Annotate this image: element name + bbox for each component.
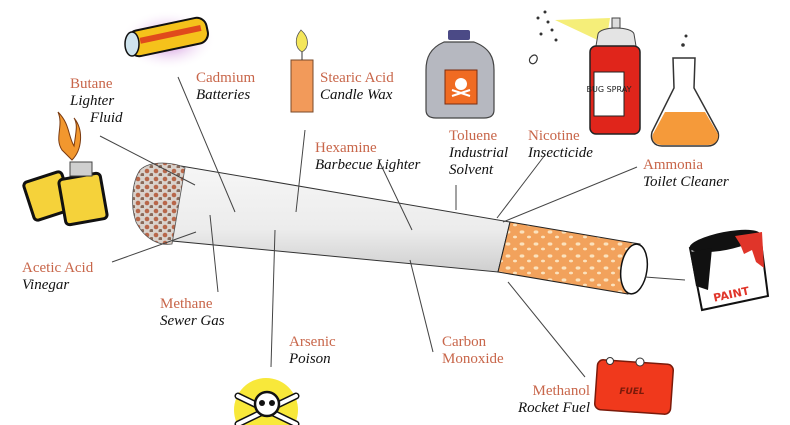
chemical-name: Monoxide — [442, 351, 504, 367]
label-methane: Methane Sewer Gas — [160, 296, 225, 330]
chemical-name: Ammonia — [643, 157, 703, 173]
common-use: Barbecue Lighter — [315, 157, 421, 173]
skull-crossbones-icon — [234, 378, 300, 425]
bug-spray-label: BUG SPRAY — [587, 85, 632, 94]
leader-nicotine — [496, 154, 546, 219]
label-acetic-acid: Acetic Acid Vinegar — [22, 260, 93, 294]
chemical-name: Methane — [160, 296, 213, 312]
common-use: Solvent — [449, 162, 494, 178]
common-use: Industrial — [449, 145, 509, 161]
label-ammonia: Ammonia Toilet Cleaner — [643, 157, 729, 191]
fuel-label: FUEL — [619, 387, 645, 397]
paint-can-icon: PAINT — [688, 229, 770, 312]
leader-carbon — [409, 259, 434, 353]
candle-icon — [290, 29, 314, 113]
cigarette-filter — [497, 221, 641, 295]
leader-ammonia — [502, 166, 638, 223]
label-nicotine: Nicotine Insecticide — [528, 128, 593, 162]
label-cadmium: Cadmium Batteries — [196, 70, 255, 104]
leader-arsenic — [270, 229, 276, 368]
label-carbon-monoxide: Carbon Monoxide — [442, 334, 504, 368]
leader-lines — [99, 76, 686, 378]
label-hexamine: Hexamine Barbecue Lighter — [315, 140, 420, 174]
leader-methane — [209, 214, 219, 293]
common-use: Poison — [289, 351, 331, 367]
chemical-name: Arsenic — [289, 334, 336, 350]
common-use: Batteries — [196, 87, 251, 103]
common-use: Rocket Fuel — [517, 400, 590, 416]
chemical-name: Acetic Acid — [22, 260, 94, 276]
flask-icon — [650, 34, 720, 147]
leader-stearic — [295, 129, 306, 213]
common-use: Insecticide — [528, 145, 593, 161]
label-butane: Butane Lighter Fluid — [70, 76, 123, 127]
common-use: Vinegar — [22, 277, 70, 293]
cigarette-filter-end — [619, 243, 649, 295]
common-use: Sewer Gas — [160, 313, 225, 329]
leader-methanol — [507, 281, 586, 378]
chemical-name: Hexamine — [315, 140, 377, 156]
chemical-name: Butane — [70, 76, 113, 92]
leader-acetic — [111, 231, 197, 263]
common-use: Lighter — [70, 93, 115, 109]
leader-butane — [99, 135, 196, 186]
label-arsenic: Arsenic Poison — [289, 334, 336, 368]
label-stearic-acid: Stearic Acid Candle Wax — [320, 70, 394, 104]
fuel-can-icon: FUEL — [594, 357, 674, 415]
common-use: Fluid — [90, 110, 123, 126]
bug-spray-icon: BUG SPRAY — [528, 10, 641, 135]
cigarette-ash-tip — [132, 162, 186, 245]
chemical-name: Nicotine — [528, 128, 580, 144]
leader-hexamine — [379, 162, 413, 231]
label-methanol: Methanol Rocket Fuel — [498, 383, 590, 417]
solvent-bottle-icon — [425, 30, 495, 119]
chemical-name: Carbon — [442, 334, 487, 350]
skull-icon — [455, 78, 467, 90]
leader-paint — [644, 276, 686, 281]
label-toluene: Toluene Industrial Solvent — [449, 128, 508, 179]
chemical-name: Methanol — [532, 383, 591, 399]
common-use: Candle Wax — [320, 87, 393, 103]
chemical-name: Cadmium — [196, 70, 256, 86]
cigarette — [132, 162, 649, 295]
lighter-icon — [22, 111, 109, 227]
chemical-name: Toluene — [449, 128, 498, 144]
battery-icon — [120, 10, 216, 70]
common-use: Toilet Cleaner — [643, 174, 729, 190]
leader-cadmium — [177, 76, 236, 213]
chemical-name: Stearic Acid — [320, 70, 394, 86]
